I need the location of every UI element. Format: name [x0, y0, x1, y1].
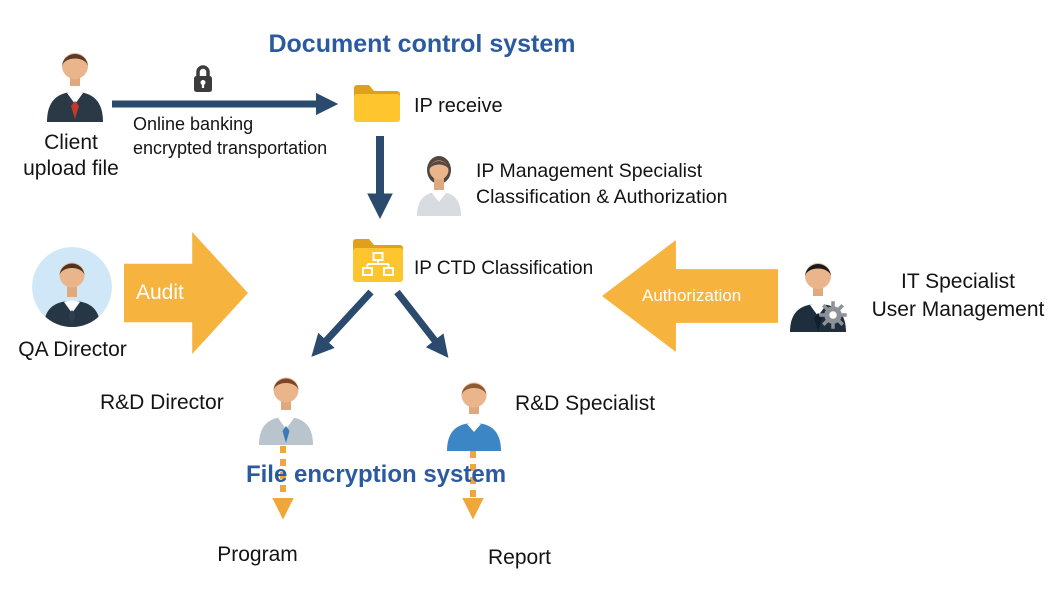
- audit-arrow-label: Audit: [136, 281, 184, 304]
- ip-specialist-avatar-icon: [413, 150, 465, 216]
- qa-director-label: QA Director: [18, 338, 127, 361]
- ip-ctd-classification-label: IP CTD Classification: [414, 258, 594, 279]
- ip-ctd-classification-folder-icon: [351, 232, 405, 286]
- rd-director-label: R&D Director: [100, 391, 224, 414]
- classification-to-rd-specialist-arrow: [394, 289, 449, 358]
- rd-specialist-avatar-icon: [443, 371, 505, 451]
- ip-specialist-label: IP Management Specialist Classification …: [476, 160, 728, 208]
- document-control-system-title: Document control system: [268, 30, 576, 58]
- qa-director-avatar-icon: [32, 247, 112, 327]
- rd-specialist-label: R&D Specialist: [515, 392, 656, 415]
- ip-receive-label: IP receive: [414, 95, 503, 117]
- ip-receive-folder-icon: [352, 80, 402, 126]
- file-encryption-system-title: File encryption system: [245, 461, 507, 488]
- rd-director-avatar-icon: [255, 367, 317, 445]
- report-label: Report: [487, 546, 552, 569]
- authorization-arrow-label: Authorization: [642, 286, 742, 305]
- encrypted-transport-label: Online banking encrypted transportation: [133, 114, 328, 158]
- it-specialist-label: IT Specialist User Management: [871, 270, 1045, 321]
- gear-icon: [818, 300, 848, 330]
- client-label: Client upload file: [23, 131, 119, 180]
- classification-to-rd-director-arrow: [311, 289, 374, 357]
- client-avatar-icon: [42, 42, 108, 122]
- lock-icon: [190, 62, 216, 96]
- program-label: Program: [217, 543, 298, 566]
